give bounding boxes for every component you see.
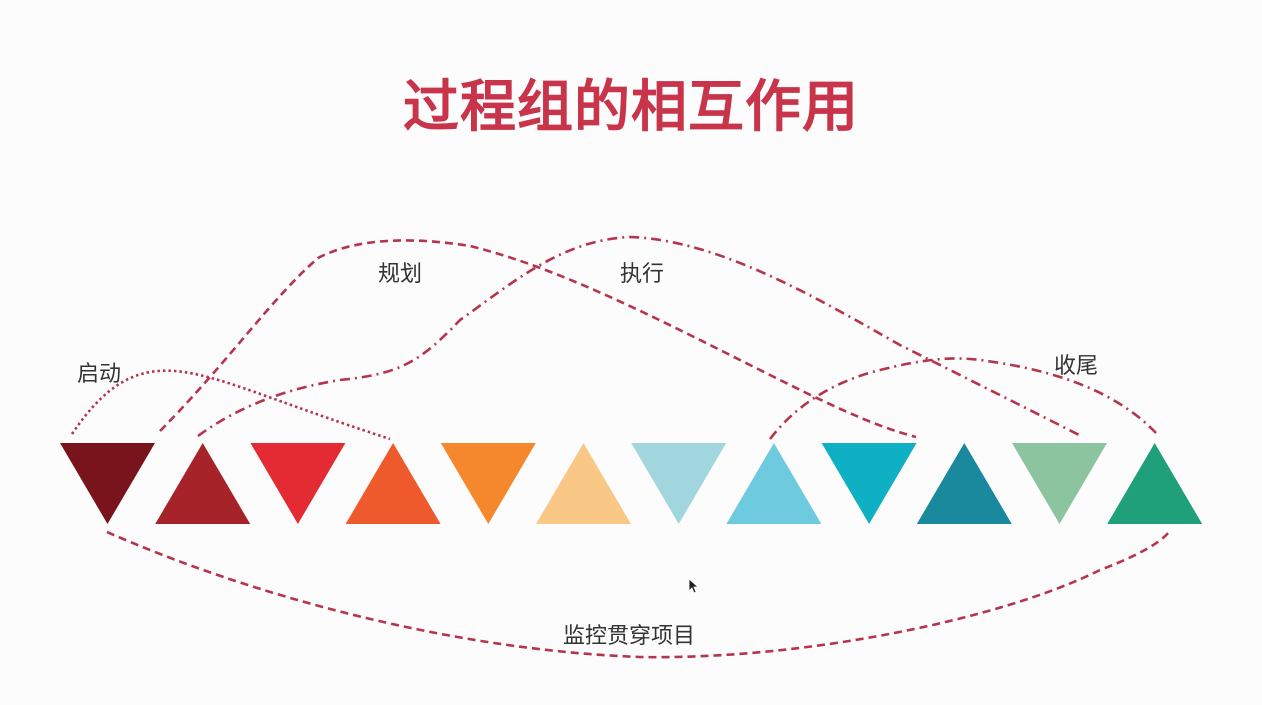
- monitoring-label: 监控贯穿项目: [563, 624, 696, 649]
- triangle-row: [60, 443, 1203, 524]
- initiating-label: 启动: [77, 362, 122, 387]
- triangle-1: [60, 443, 155, 524]
- triangle-10: [916, 443, 1012, 524]
- closing-label: 收尾: [1054, 354, 1099, 379]
- triangle-3: [250, 443, 346, 524]
- page-title: 过程组的相互作用: [403, 75, 859, 140]
- triangle-7: [631, 443, 727, 524]
- triangle-12: [1107, 443, 1203, 524]
- triangle-4: [345, 443, 441, 524]
- planning-label: 规划: [378, 262, 423, 287]
- monitoring-curve: [106, 529, 1172, 659]
- triangle-9: [821, 443, 917, 524]
- closing-curve: [768, 357, 1157, 440]
- triangle-11: [1012, 443, 1107, 524]
- triangle-8: [726, 443, 822, 524]
- triangle-5: [440, 443, 536, 524]
- mouse-cursor-icon: [688, 578, 698, 594]
- executing-label: 执行: [620, 262, 665, 287]
- triangle-2: [155, 443, 251, 524]
- planning-curve: [159, 239, 917, 439]
- initiating-curve: [70, 369, 391, 441]
- triangle-6: [536, 443, 631, 524]
- executing-curve: [197, 235, 1084, 439]
